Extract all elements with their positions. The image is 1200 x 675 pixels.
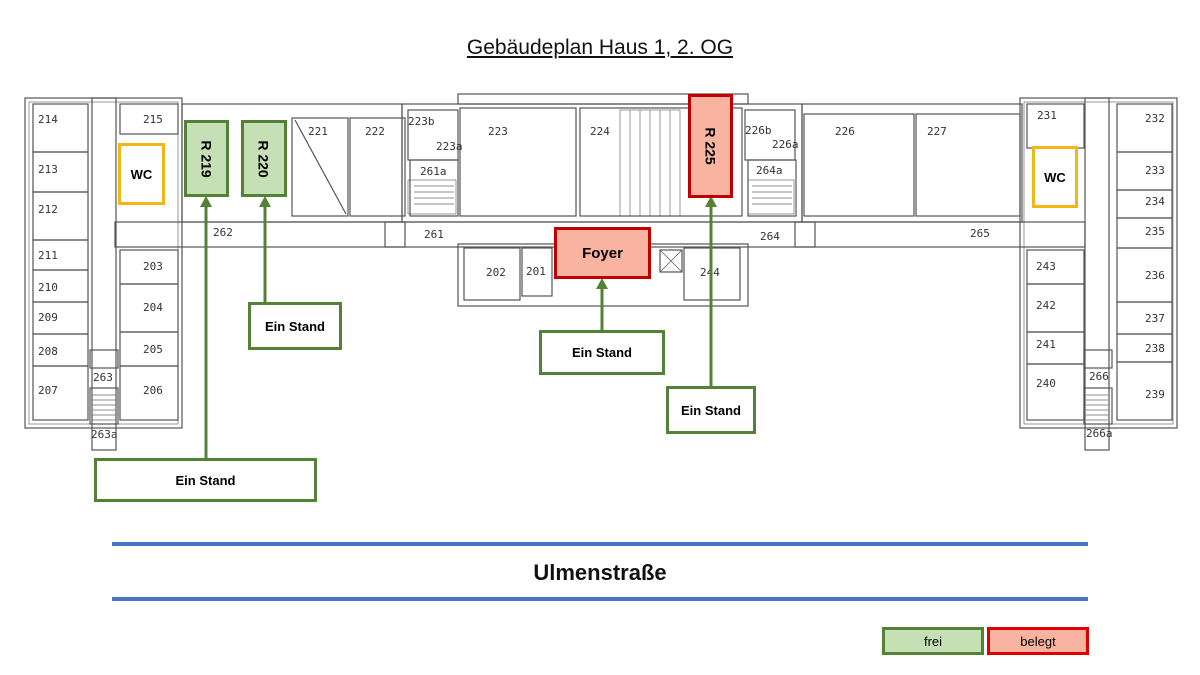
room-label: 226 xyxy=(835,125,855,138)
room-label: 238 xyxy=(1145,342,1165,355)
stand-text: Ein Stand xyxy=(175,472,236,488)
room-label: 209 xyxy=(38,311,58,324)
stand-callout-foyer: Ein Stand xyxy=(539,330,665,375)
room-label: 224 xyxy=(590,125,610,138)
room-label: 243 xyxy=(1036,260,1056,273)
room-label: 232 xyxy=(1145,112,1165,125)
room-label: 233 xyxy=(1145,164,1165,177)
room-label: 222 xyxy=(365,125,385,138)
room-label: 234 xyxy=(1145,195,1165,208)
room-225-label: R 225 xyxy=(702,127,719,165)
stand-text: Ein Stand xyxy=(681,402,741,418)
room-label: 202 xyxy=(486,266,506,279)
room-label: 212 xyxy=(38,203,58,216)
room-label: 210 xyxy=(38,281,58,294)
room-label: 201 xyxy=(526,265,546,278)
wc-left-label: WC xyxy=(130,166,153,182)
room-label: 261 xyxy=(424,228,444,241)
room-label: 240 xyxy=(1036,377,1056,390)
room-label: 231 xyxy=(1037,109,1057,122)
room-225-busy[interactable]: R 225 xyxy=(688,94,733,198)
room-label: 241 xyxy=(1036,338,1056,351)
plan-title: Gebäudeplan Haus 1, 2. OG xyxy=(466,36,734,59)
stand-callout-220: Ein Stand xyxy=(248,302,342,350)
room-label: 223a xyxy=(436,140,463,153)
room-label: 208 xyxy=(38,345,58,358)
room-label: 211 xyxy=(38,249,58,262)
legend-busy: belegt xyxy=(987,627,1089,655)
legend-free: frei xyxy=(882,627,984,655)
street-name: Ulmenstraße xyxy=(533,560,667,585)
room-219-label: R 219 xyxy=(198,139,215,178)
room-label: 236 xyxy=(1145,269,1165,282)
room-label: 242 xyxy=(1036,299,1056,312)
room-label: 263a xyxy=(91,428,118,441)
room-label: 263 xyxy=(93,371,113,384)
room-label: 264 xyxy=(760,230,780,243)
room-label: 215 xyxy=(143,113,163,126)
room-label: 235 xyxy=(1145,225,1165,238)
room-label: 213 xyxy=(38,163,58,176)
room-label: 227 xyxy=(927,125,947,138)
road-line-top xyxy=(112,542,1088,546)
room-label: 203 xyxy=(143,260,163,273)
room-label: 266 xyxy=(1089,370,1109,383)
road-line-bottom xyxy=(112,597,1088,601)
room-label: 226a xyxy=(772,138,799,151)
room-220-free[interactable]: R 220 xyxy=(241,120,287,197)
room-label: 204 xyxy=(143,301,163,314)
room-label: 262 xyxy=(213,226,233,239)
legend-busy-label: belegt xyxy=(1020,633,1056,649)
room-220-label: R 220 xyxy=(255,139,272,178)
wc-left: WC xyxy=(118,143,165,205)
stand-text: Ein Stand xyxy=(265,318,325,334)
stand-callout-225: Ein Stand xyxy=(666,386,756,434)
wc-right: WC xyxy=(1032,146,1078,208)
room-label: 239 xyxy=(1145,388,1165,401)
wc-right-label: WC xyxy=(1044,169,1066,185)
stand-text: Ein Stand xyxy=(572,345,632,360)
room-label: 265 xyxy=(970,227,990,240)
stand-callout-219: Ein Stand xyxy=(94,458,317,502)
foyer-label: Foyer xyxy=(582,244,623,262)
foyer-busy[interactable]: Foyer xyxy=(554,227,651,279)
room-219-free[interactable]: R 219 xyxy=(184,120,229,197)
room-label: 223 xyxy=(488,125,508,138)
room-label: 207 xyxy=(38,384,58,397)
room-label: 266a xyxy=(1086,427,1113,440)
room-label: 261a xyxy=(420,165,447,178)
room-label: 223b xyxy=(408,115,435,128)
room-label: 237 xyxy=(1145,312,1165,325)
room-label: 214 xyxy=(38,113,58,126)
room-label: 206 xyxy=(143,384,163,397)
room-label: 226b xyxy=(745,124,772,137)
room-label: 205 xyxy=(143,343,163,356)
room-label: 221 xyxy=(308,125,328,138)
room-label: 264a xyxy=(756,164,783,177)
legend-free-label: frei xyxy=(923,633,943,649)
